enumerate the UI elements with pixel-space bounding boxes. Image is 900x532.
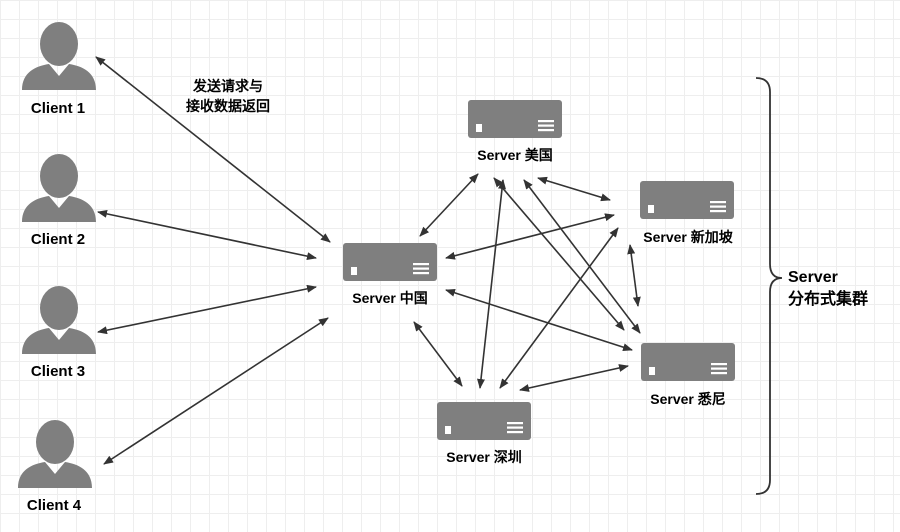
user-icon — [22, 154, 96, 222]
edge-client3-cn — [97, 284, 317, 335]
cluster-brace — [755, 77, 783, 495]
edge-label-line2: 接收数据返回 — [186, 98, 270, 114]
edge-sg-au — [627, 244, 641, 307]
server-label: Server 悉尼 — [650, 391, 725, 407]
edge-cn-sg — [445, 213, 615, 260]
server-icon — [641, 343, 735, 381]
server-sz: Server 深圳 — [437, 402, 531, 465]
client-1: Client 1 — [22, 22, 96, 117]
client-edges — [95, 56, 331, 465]
server-cn: Server 中国 — [343, 243, 437, 306]
server-us: Server 美国 — [468, 100, 562, 163]
edge-label-line1: 发送请求与 — [192, 78, 263, 94]
edge-cn-us — [419, 173, 479, 237]
server-edges — [413, 173, 641, 392]
client-4: Client 4 — [18, 420, 92, 514]
client-label: Client 1 — [31, 100, 85, 117]
client-3: Client 3 — [22, 286, 96, 380]
client-label: Client 4 — [27, 497, 82, 514]
server-label: Server 新加坡 — [643, 229, 733, 245]
user-icon — [22, 22, 96, 90]
server-sg: Server 新加坡 — [640, 181, 734, 245]
client-label: Client 3 — [31, 363, 85, 380]
client-2: Client 2 — [22, 154, 96, 248]
edge-us-au-2 — [493, 177, 625, 331]
edge-cn-au — [445, 288, 633, 352]
user-icon — [18, 420, 92, 488]
edge-sz-au — [519, 364, 629, 392]
edge-client2-cn — [97, 209, 317, 261]
cluster-label-line2: 分布式集群 — [788, 289, 868, 308]
server-label: Server 美国 — [477, 147, 552, 163]
edge-us-au — [523, 179, 641, 334]
server-label: Server 中国 — [352, 290, 427, 306]
server-icon — [437, 402, 531, 440]
edge-us-sz — [477, 179, 506, 389]
server-au: Server 悉尼 — [641, 343, 735, 407]
edge-client4-cn — [103, 317, 329, 465]
server-label: Server 深圳 — [446, 449, 521, 465]
server-icon — [343, 243, 437, 281]
client-label: Client 2 — [31, 231, 85, 248]
edge-sg-sz — [499, 227, 619, 389]
cluster-label-line1: Server — [788, 269, 838, 286]
server-icon — [640, 181, 734, 219]
edge-us-sg — [537, 176, 611, 202]
server-icon — [468, 100, 562, 138]
user-icon — [22, 286, 96, 354]
edge-cn-sz — [413, 321, 463, 387]
